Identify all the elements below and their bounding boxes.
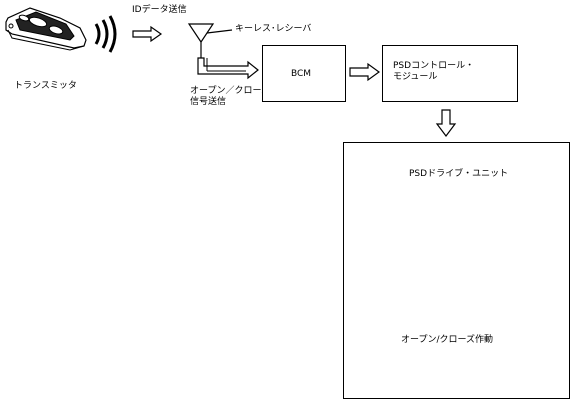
arrow-psd-cm-to-drive-unit [435, 109, 457, 137]
id-data-tx-label: IDデータ送信 [132, 5, 187, 15]
psd-drive-unit-label: PSDドライブ・ユニット [409, 169, 509, 179]
psd-drive-unit-box: PSDドライブ・ユニット オープン/クローズ作動 [343, 142, 570, 399]
bcm-box: BCM [262, 45, 346, 102]
keyless-receiver-label: キーレス･レシーバ [235, 24, 312, 34]
arrow-receiver-to-bcm [197, 57, 259, 80]
key-fob-icon [5, 7, 87, 51]
arrow-id-data [132, 25, 163, 43]
radio-wave-icon [94, 15, 117, 53]
transmitter-label: トランスミッタ [14, 81, 77, 91]
open-close-operation-label: オープン/クローズ作動 [401, 335, 494, 345]
psd-control-module-label: PSDコントロール・ モジュール [393, 61, 475, 82]
bcm-label: BCM [291, 69, 312, 79]
psd-control-module-box: PSDコントロール・ モジュール [382, 45, 518, 102]
antenna-icon [187, 23, 233, 58]
arrow-bcm-to-psd-cm [349, 62, 381, 82]
open-close-signal-label: オープン／クローズ 信号送信 [190, 86, 271, 107]
